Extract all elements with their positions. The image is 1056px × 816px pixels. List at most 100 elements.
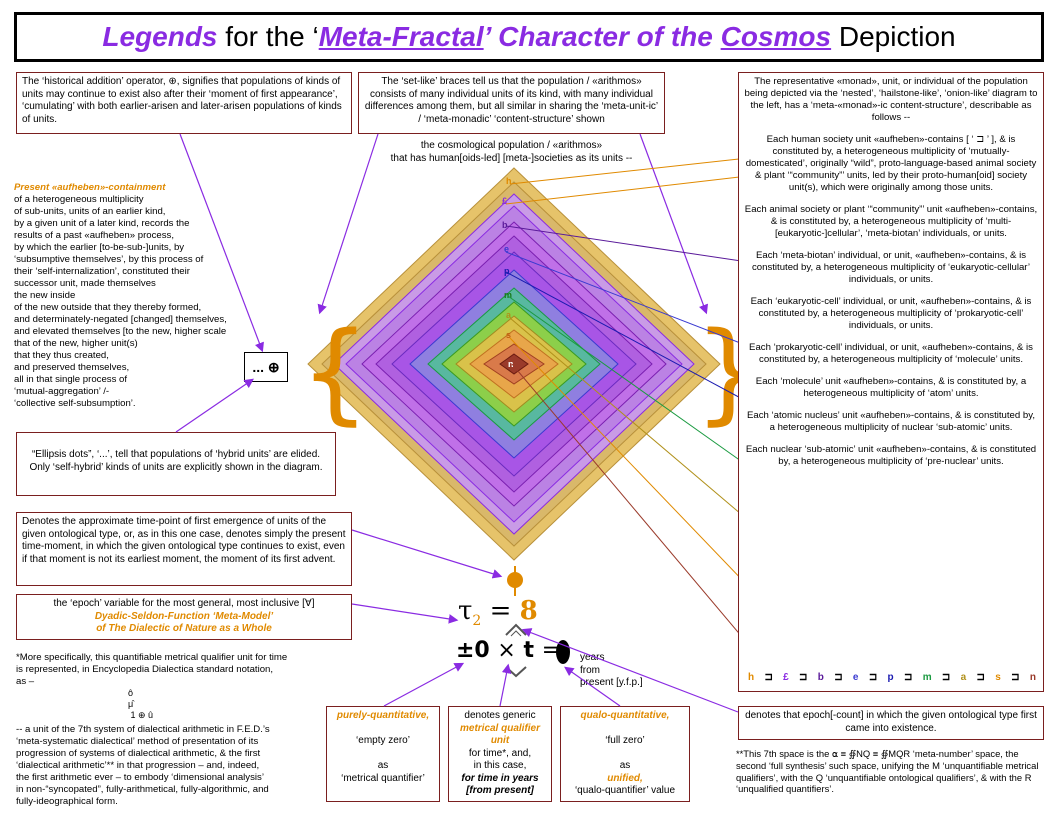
time-equation: ±0 × t = <box>456 638 560 663</box>
diagram-label-p: p <box>504 266 510 276</box>
legend-symbol: ⊐ <box>941 672 951 683</box>
tau-subscript: 2 <box>472 613 482 630</box>
footnote-right-text: **This 7th space is the ⍺ ≡ ∯NQ ≡ ∯MQR ‘… <box>736 748 1039 795</box>
pure-line <box>332 723 434 736</box>
historical-addition-box: The ‘historical addition’ operator, ⊕, s… <box>16 72 352 134</box>
ellipsis-box: “Ellipsis dots”, ‘...’, tell that popula… <box>16 432 336 496</box>
legend-symbol: p <box>887 672 894 683</box>
title-cosmos: Cosmos <box>720 21 832 52</box>
diagram-label-e: e <box>504 244 509 254</box>
legend-symbol: ⊐ <box>1011 672 1020 683</box>
ellipsis-operator-text: ... ⊕ <box>252 359 280 375</box>
qualo-line <box>566 748 684 761</box>
legend-symbol: b <box>817 672 824 683</box>
left-line: and elevated themselves [to the new, hig… <box>14 325 227 337</box>
diagram-label-f: £ <box>502 196 507 206</box>
panel-entry-sub-atomic: Each nuclear ‘sub-atomic’ unit «aufheben… <box>745 443 1037 467</box>
legend-symbol: m <box>922 672 932 683</box>
chevron-up-icon <box>505 623 527 637</box>
cosmological-line-1: the cosmological population / «arithmos» <box>420 140 603 151</box>
left-line: by a given unit of a later kind, records… <box>14 217 190 229</box>
epoch-count-text: denotes that epoch[-count] in which the … <box>745 710 1037 734</box>
years-line: from <box>580 664 600 676</box>
panel-entry-atomic-nucleus: Each ‘atomic nucleus’ unit «aufheben»-co… <box>747 409 1035 433</box>
left-line: the new inside <box>14 289 76 301</box>
footnote-line: the first arithmetic ever – to embody ‘d… <box>16 771 264 783</box>
generic-unit-box: denotes generic metrical qualifier unit … <box>448 706 552 802</box>
left-line: ‘subsumptive themselves’, by this proces… <box>14 253 204 265</box>
epoch-line-3: of The Dialectic of Nature as a Whole <box>96 623 272 634</box>
epoch-box: the ‘epoch’ variable for the most genera… <box>16 594 352 640</box>
legend-symbol: h <box>748 672 755 683</box>
qualo-line: ‘qualo-quantifier’ value <box>574 785 676 796</box>
footnote-line: is represented, in Encyclopedia Dialecti… <box>16 663 274 675</box>
legend-symbol: ⊐ <box>799 672 808 683</box>
title-part4: ’ Character of the <box>483 21 721 52</box>
monad-structure-panel: The representative «monad», unit, or ind… <box>738 72 1044 692</box>
nested-diamond-diagram: { } h £ b e p m a s n <box>300 167 740 561</box>
left-line: Present «aufheben»-containment <box>14 182 166 193</box>
tau-symbol: τ <box>458 596 473 626</box>
left-line: that of the new, higher unit(s) <box>14 337 138 349</box>
years-line: present [y.f.p.] <box>580 677 643 688</box>
generic-line: for time in years <box>461 772 539 784</box>
epoch-line-2: Dyadic-Seldon-Function ‘Meta-Model’ <box>94 610 274 622</box>
legend-symbol: e <box>852 672 859 683</box>
title-depiction: Depiction <box>831 21 956 52</box>
generic-line: [from present] <box>466 785 534 796</box>
left-brace: { <box>300 308 370 436</box>
footnote-right: **This 7th space is the ⍺ ≡ ∯NQ ≡ ∯MQR ‘… <box>736 748 1046 795</box>
footnote-line: as – <box>16 675 35 687</box>
diagram-label-s: s <box>506 330 511 340</box>
pure-line: ‘empty zero’ <box>356 735 410 746</box>
generic-line: unit <box>490 735 510 746</box>
ellipsis-operator: ... ⊕ <box>244 352 288 382</box>
left-line: successor unit, made themselves <box>14 277 156 289</box>
legend-symbol: £ <box>783 672 789 683</box>
left-line: all in that single process of <box>14 373 128 385</box>
braces-text: The ‘set-like’ braces tell us that the p… <box>364 76 659 125</box>
years-line: years <box>580 652 605 663</box>
timepoint-box: Denotes the approximate time-point of fi… <box>16 512 352 586</box>
pure-line <box>332 748 434 761</box>
historical-addition-text: The ‘historical addition’ operator, ⊕, s… <box>22 76 342 125</box>
panel-entry-eukaryotic-cell: Each ‘eukaryotic-cell’ individual, or un… <box>750 295 1032 331</box>
left-line: ‘collective self-subsumption’. <box>14 397 136 409</box>
title-legends: Legends <box>102 21 218 52</box>
left-line: their ‘self-internalization’, constitute… <box>14 265 190 277</box>
pure-line: as <box>377 760 389 771</box>
left-line: results of a past «aufheben» process, <box>14 229 174 241</box>
pure-line: ‘metrical quantifier’ <box>341 772 425 784</box>
title-part2: for the ‘ <box>217 21 319 52</box>
left-line: of the new outside that they thereby for… <box>14 301 202 313</box>
left-line: by which the earlier [to-be-sub-]units, … <box>14 241 185 253</box>
qualo-line: ‘full zero’ <box>605 735 645 746</box>
title-meta-fractal: Meta-Fractal <box>318 21 484 52</box>
epoch-count-box: denotes that epoch[-count] in which the … <box>738 706 1044 740</box>
legend-symbol: a <box>960 672 967 683</box>
generic-line: in this case, <box>473 760 527 771</box>
legend-symbol: ⊐ <box>834 672 843 683</box>
epoch-line-1: the ‘epoch’ variable for the most genera… <box>53 598 315 609</box>
left-line: and preserved themselves, <box>14 361 130 373</box>
qualo-quantitative-box: qualo-quantitative, ‘full zero’ as unifi… <box>560 706 690 802</box>
time-point-marker-icon <box>507 566 523 596</box>
arrow-pure <box>383 662 465 707</box>
ellipsis-text: “Ellipsis dots”, ‘...’, tell that popula… <box>29 449 323 473</box>
legend-symbol: ⊐ <box>903 672 913 683</box>
diagram-label-m: m <box>504 290 512 300</box>
qualo-line: qualo-quantitative, <box>580 710 670 721</box>
panel-entry-animal-society: Each animal society or plant ‘“community… <box>744 203 1038 239</box>
panel-entry-meta-biotan: Each ‘meta-biotan’ individual, or unit, … <box>751 249 1030 285</box>
time-unit-symbol: t <box>523 638 535 663</box>
panel-entry-human-society: Each human society unit «aufheben»-conta… <box>745 133 1037 193</box>
diagram-label-h: h <box>506 176 512 186</box>
plus-minus-zero: ±0 <box>456 638 490 663</box>
qualo-line: as <box>619 760 631 771</box>
generic-line: for time*, and, <box>468 747 532 759</box>
diagram-label-n: n <box>508 359 514 369</box>
generic-line: denotes generic <box>464 710 536 721</box>
pure-line: purely-quantitative, <box>336 710 430 721</box>
panel-intro: The representative «monad», unit, or ind… <box>744 76 1038 123</box>
